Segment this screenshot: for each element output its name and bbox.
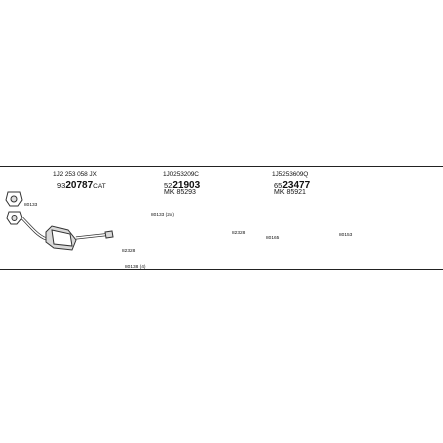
bottom-divider-line (0, 269, 443, 270)
clamp-rear-part-label: 82328 (232, 231, 246, 236)
top-divider-line (0, 166, 443, 167)
section3-part-number: 1J5253609Q (272, 171, 309, 178)
section3-ref-prefix: 65 (274, 181, 283, 190)
section2-ref-prefix: 52 (164, 181, 173, 190)
section1-part-number: 1J2 253 058 JX (53, 171, 97, 178)
section1-reference-number: 9320787CAT (57, 179, 106, 192)
flange-gasket-icon (5, 191, 23, 225)
section3-ref-main: 23477 (282, 180, 311, 191)
section2-ref-main: 21903 (172, 180, 201, 191)
mount-front-part-label: 80138 (4) (125, 265, 146, 270)
section1-ref-main: 20787 (65, 180, 94, 191)
section1-ref-prefix: 93 (57, 181, 66, 190)
catalytic-converter-pipe-icon (20, 216, 114, 251)
section2-reference-number: 5221903 (164, 179, 200, 191)
section3-reference-number: 6523477 (274, 179, 310, 191)
mount-rear-part-label: 80165 (266, 236, 280, 241)
section1-ref-suffix: CAT (93, 183, 106, 190)
clamp-top-part-label: 80133 (2x) (151, 213, 174, 218)
end-mount-part-label: 80153 (339, 233, 353, 238)
section2-mk-number: MK 85293 (164, 189, 196, 196)
section2-part-number: 1J0253209C (163, 171, 199, 178)
clamp-front-part-label: 82328 (122, 249, 136, 254)
gasket-part-label: 80133 (24, 203, 38, 208)
section3-mk-number: MK 85921 (274, 189, 306, 196)
